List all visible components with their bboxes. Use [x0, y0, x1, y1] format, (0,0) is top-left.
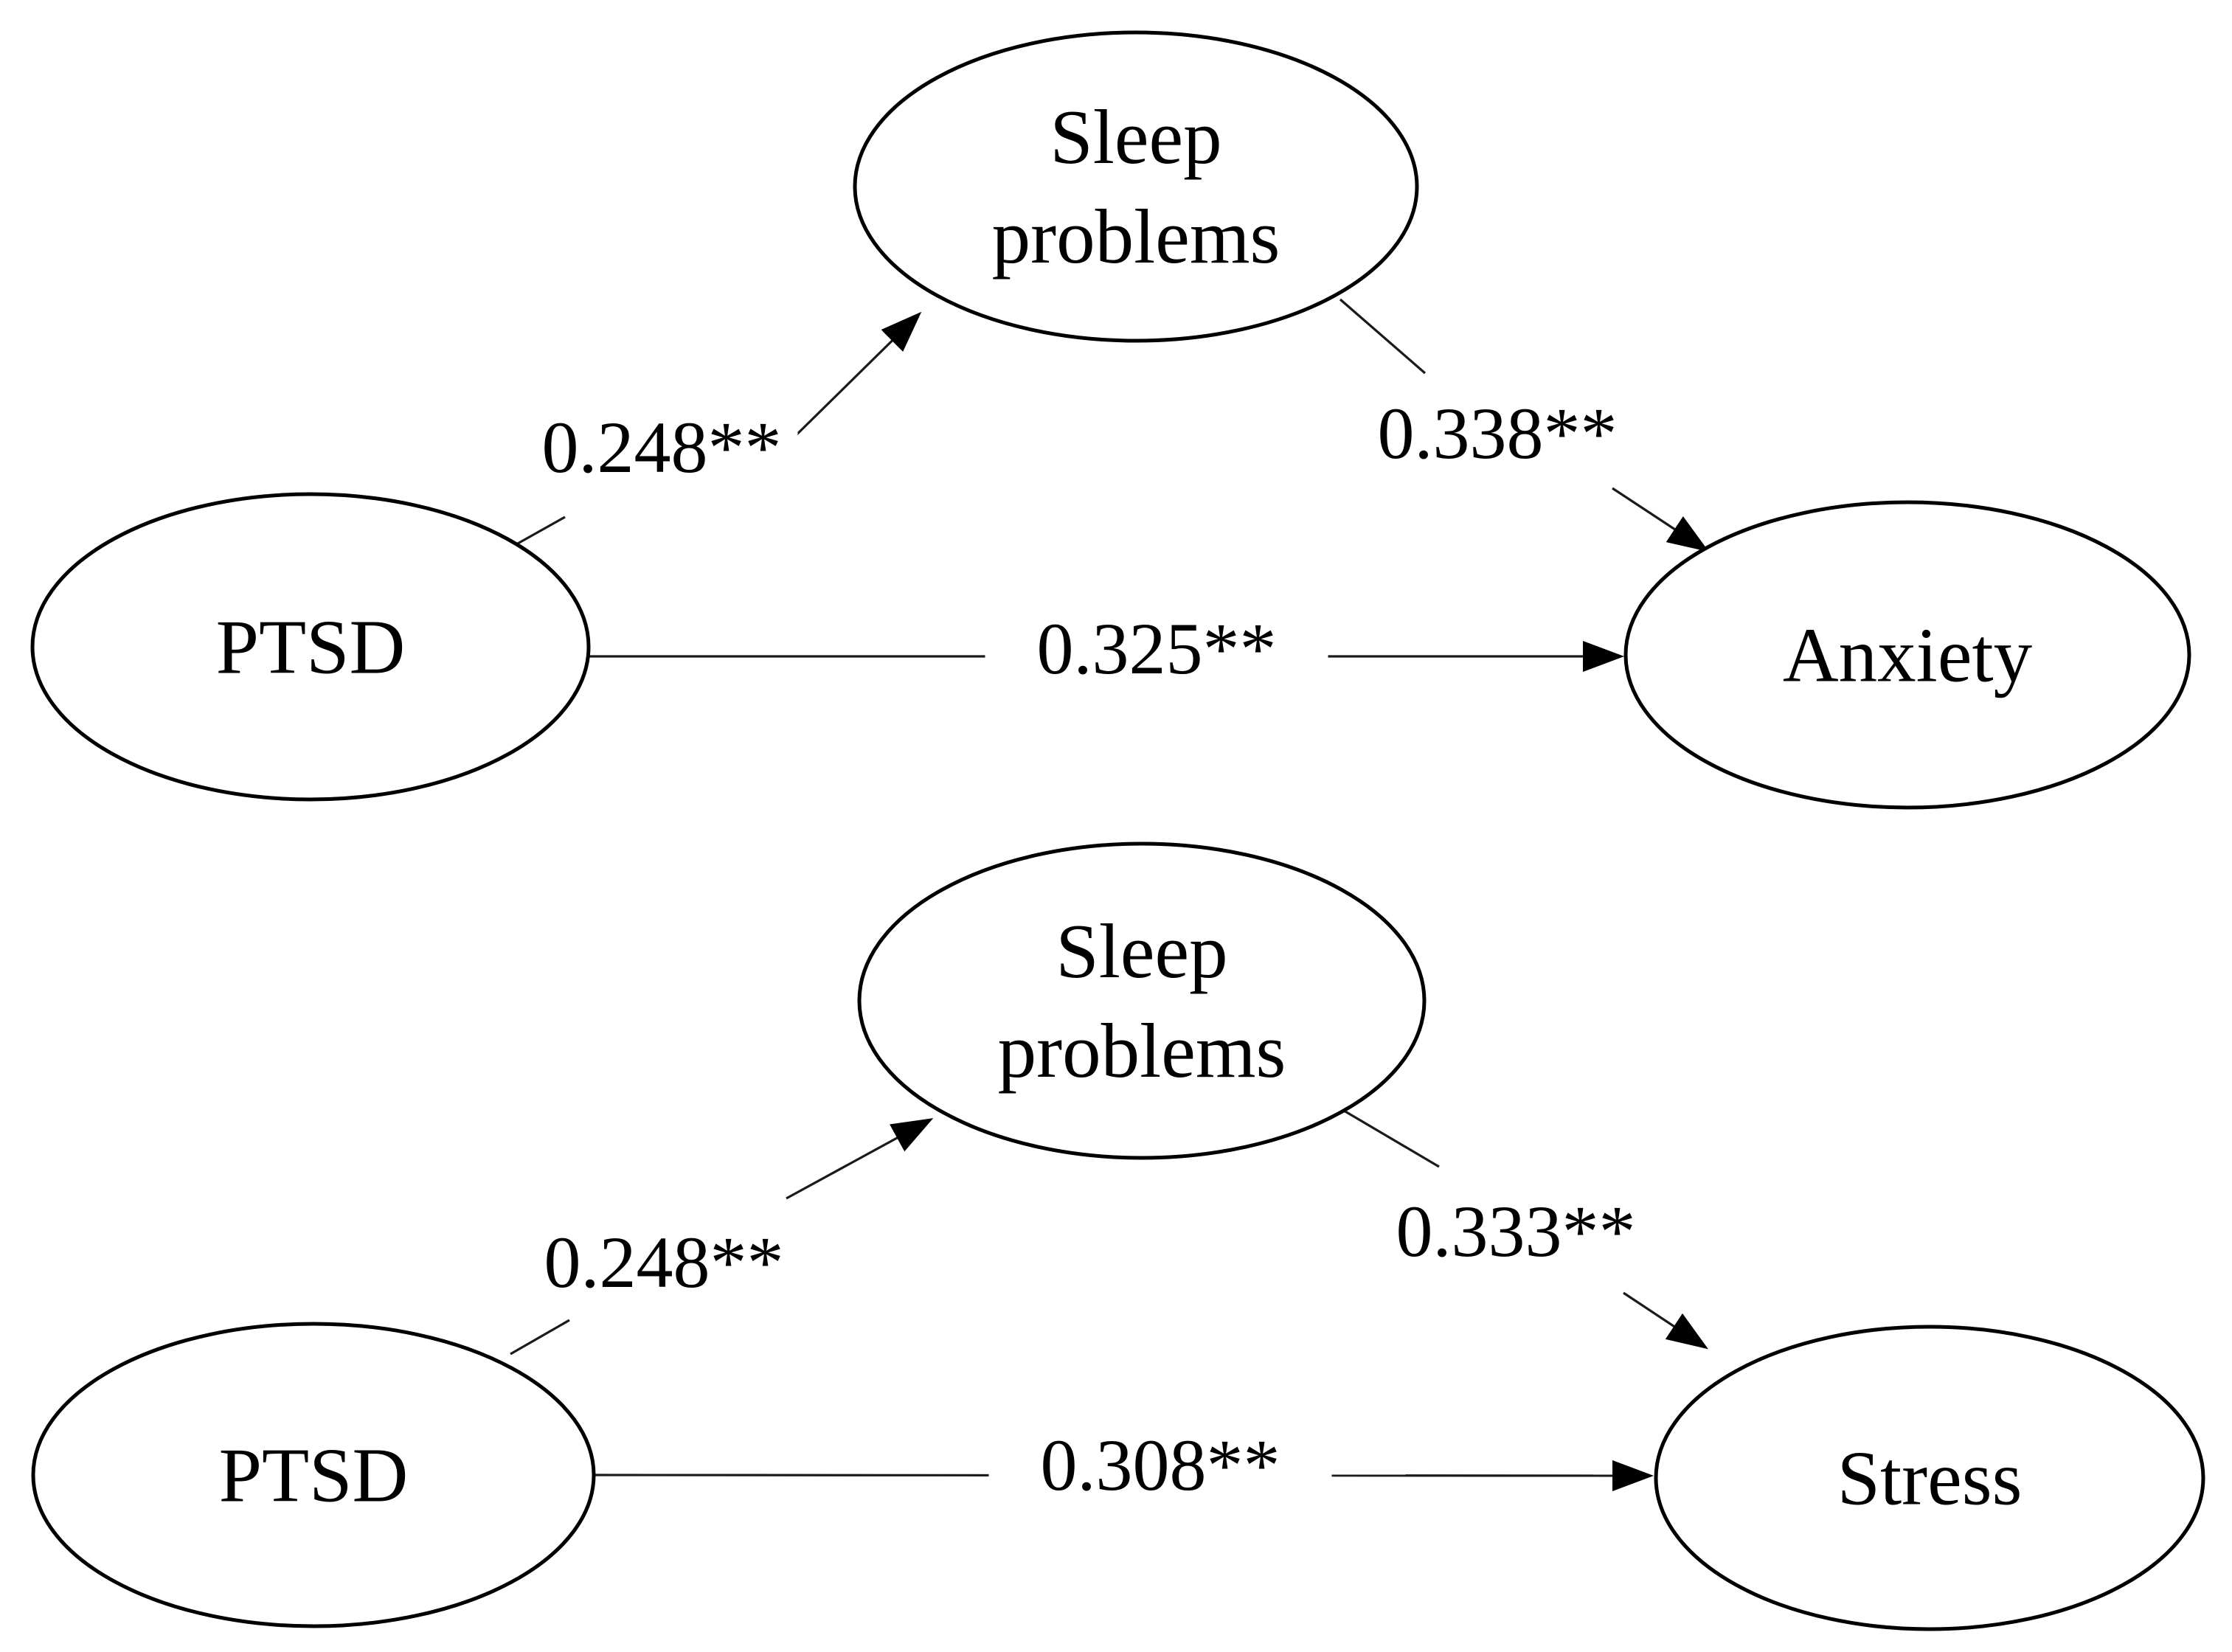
ellipse-mediator-top	[853, 30, 1419, 343]
ellipse-mediator-bottom	[857, 841, 1427, 1160]
path-b-arrow-top	[1612, 487, 1710, 552]
ellipse-predictor-top	[30, 492, 591, 802]
path-a-arrow-top	[782, 311, 922, 449]
predictor-node-label-top: PTSD	[215, 603, 406, 690]
ellipse-outcome-top	[1623, 500, 2191, 810]
path-b-segment1-top	[1339, 298, 1427, 375]
mediator-label-line2: problems	[997, 1007, 1286, 1094]
path-b-segment1-bottom	[1343, 1109, 1440, 1168]
path-a-coefficient-top: 0.248**	[525, 400, 798, 495]
path-a-segment1-bottom	[510, 1319, 570, 1356]
path-a-arrow-bottom	[786, 1118, 934, 1200]
path-b-coefficient-top: 0.338**	[1361, 386, 1634, 481]
ellipse-outcome-bottom	[1654, 1325, 2205, 1631]
mediator-label-line2: problems	[991, 193, 1280, 280]
outcome-node-label-top: Anxiety	[1782, 611, 2033, 698]
mediator-label-line1: Sleep	[1056, 908, 1228, 994]
path-a-coefficient-bottom: 0.248**	[527, 1215, 800, 1310]
mediator-node-label-top: Sleep problems	[992, 87, 1280, 286]
outcome-node-label-bottom: Stress	[1837, 1434, 2023, 1521]
path-c-coefficient-top: 0.325**	[985, 602, 1328, 696]
ellipse-predictor-bottom	[31, 1322, 596, 1628]
predictor-node-label-bottom: PTSD	[218, 1431, 409, 1519]
mediator-node-label-bottom: Sleep problems	[998, 901, 1286, 1100]
path-b-coefficient-bottom: 0.333**	[1379, 1184, 1652, 1279]
path-c-coefficient-bottom: 0.308**	[988, 1418, 1332, 1513]
mediator-label-line1: Sleep	[1050, 94, 1222, 180]
path-b-arrow-bottom	[1623, 1291, 1708, 1350]
